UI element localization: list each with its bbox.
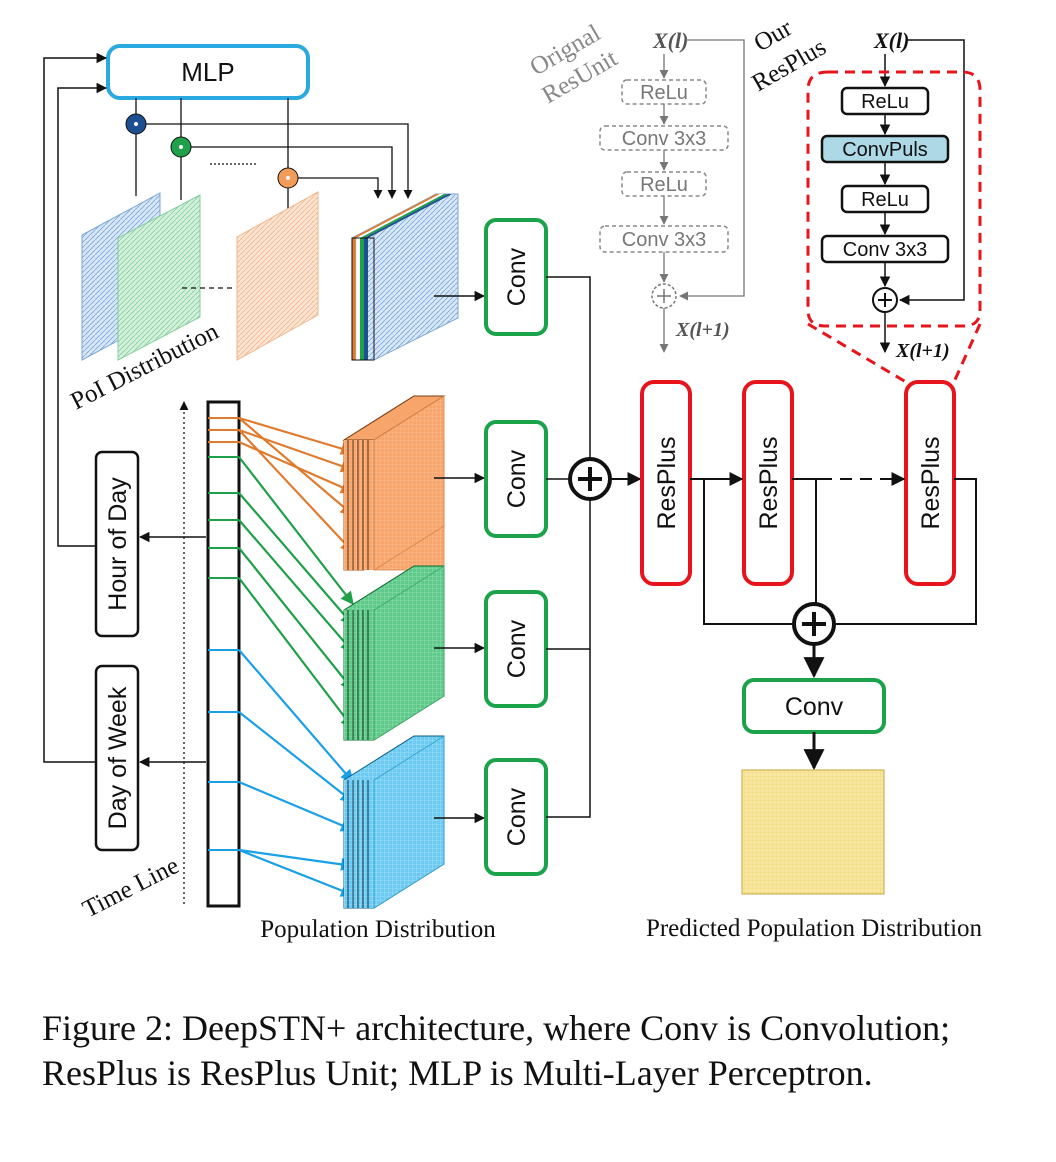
resplus-box-3 [904,380,956,586]
our-resplus-output: X(l+1) [895,340,950,362]
figure-caption: Figure 2: DeepSTN+ architecture, where C… [42,1008,951,1093]
hour-of-day-to-mlp-line [57,82,108,547]
original-resunit-layer-1: ReLu [621,79,707,105]
original-resunit-layer-4: Conv 3x3 [599,225,729,253]
original-resunit-layer-3: ReLu [621,171,707,197]
hour-of-day-label: Hour of Day [104,477,132,611]
resplus-label-3: ResPlus [917,436,945,529]
original-resunit-layer-2: Conv 3x3 [599,125,729,151]
multiply-dot-orange-icon [277,167,299,189]
population-stack-green [343,565,445,741]
conv-label-orange: Conv [503,449,531,508]
svg-text:ReLu: ReLu [861,91,909,113]
svg-text:ReLu: ReLu [861,189,909,211]
our-resplus-input: X(l) [873,28,909,53]
resplus-label-2: ResPlus [755,436,783,529]
hour-of-day-box [94,450,140,638]
original-resunit-sum-icon [651,283,677,309]
multiply-dot-green-icon [170,136,192,158]
mlp-label: MLP [181,57,234,87]
poi-combined-stack [351,193,459,361]
original-resunit-input: X(l) [652,28,688,53]
multiply-dot-blue-icon [125,113,147,135]
svg-text:ReLu: ReLu [640,82,688,104]
svg-text:ReLu: ReLu [640,174,688,196]
predicted-population-label: Predicted Population Distribution [646,915,983,942]
population-stack-orange [342,395,446,571]
day-of-week-box [94,664,140,852]
predicted-population-map [741,769,885,895]
svg-text:Conv 3x3: Conv 3x3 [622,229,707,251]
svg-text:Conv 3x3: Conv 3x3 [843,239,928,261]
population-stack-blue [343,735,445,909]
resplus-zoom-outline [806,70,982,328]
conv-label-blue: Conv [503,787,531,846]
conv-label-green: Conv [503,619,531,678]
day-of-week-label: Day of Week [104,686,132,829]
time-line-label: Time Line [78,852,183,923]
our-resplus-layer-3: ReLu [840,184,930,214]
resplus-box-1 [640,380,692,586]
our-resplus-layer-4: Conv 3x3 [820,234,950,264]
resplus-label-1: ResPlus [653,436,681,529]
our-resplus-layer-2: ConvPuls [820,134,950,164]
poi-map-green [117,194,201,361]
time-line-bar [206,400,241,908]
residual-sum-node-icon [792,602,836,646]
day-of-week-to-mlp-line [43,52,108,763]
sum-node-icon [568,457,612,501]
our-resplus-sum-icon [872,287,898,313]
population-distribution-label: Population Distribution [260,916,496,943]
mlp-box [106,44,310,100]
deepstn-architecture-diagram: MLP PoI Distribution [43,14,983,943]
conv-label-output: Conv [785,693,844,721]
poi-map-peach [236,191,319,361]
our-resplus-layer-1: ReLu [840,86,930,116]
resplus-box-2 [742,380,794,586]
original-resunit-output: X(l+1) [675,319,730,341]
svg-text:ConvPuls: ConvPuls [842,139,928,161]
conv-label-poi: Conv [503,247,531,306]
svg-text:Conv 3x3: Conv 3x3 [622,128,707,150]
